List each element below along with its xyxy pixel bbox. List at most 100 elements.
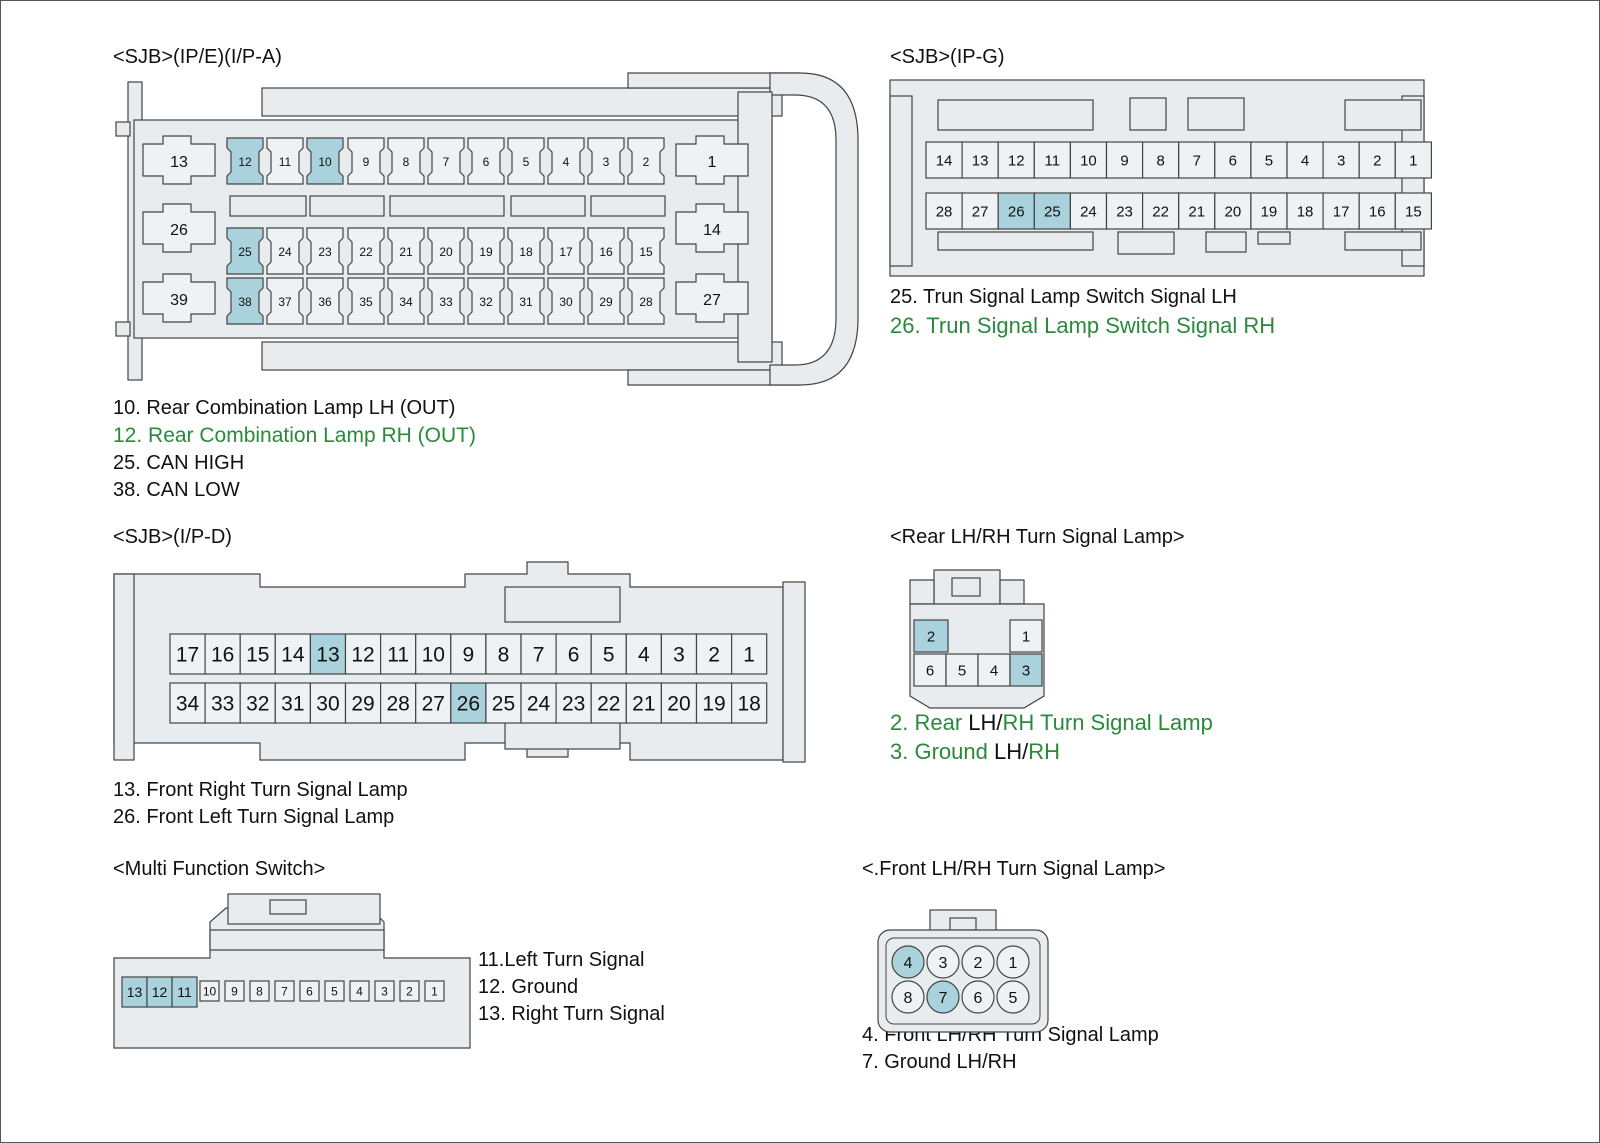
ipg-pin-label-1: 1 xyxy=(1409,152,1417,169)
ipd-pin-label-31: 31 xyxy=(281,693,304,716)
ipd-pin-33 xyxy=(204,682,241,724)
terminal-label-19: 19 xyxy=(479,245,493,259)
ipd-pin-label-13: 13 xyxy=(316,644,339,667)
bottom-tab xyxy=(1257,231,1291,245)
mfs-pin-label-2: 2 xyxy=(406,984,413,998)
ipd-pin-3 xyxy=(660,633,698,675)
terminal-label-16: 16 xyxy=(599,245,613,259)
ipd-pin-label-7: 7 xyxy=(533,644,545,667)
rear-lamp-note-1-word: Rear xyxy=(914,710,969,735)
ipd-pin-label-23: 23 xyxy=(562,693,585,716)
mfs-pin-13 xyxy=(121,976,148,1008)
terminal-22 xyxy=(347,227,385,275)
ipg-pin-label-17: 17 xyxy=(1333,203,1350,220)
terminal-label-12: 12 xyxy=(238,155,252,169)
ipd-pin-4 xyxy=(625,633,662,675)
latch-tab xyxy=(951,577,981,597)
ipg-pin-label-11: 11 xyxy=(1045,152,1061,169)
ipg-pin-12 xyxy=(997,141,1035,179)
connector-handle xyxy=(769,72,859,386)
ipd-pin-label-14: 14 xyxy=(281,644,305,667)
ipd-pin-15 xyxy=(239,633,276,675)
mfs-pin-3 xyxy=(374,980,395,1002)
ipd-pin-30 xyxy=(309,682,347,724)
ipd-pin-label-9: 9 xyxy=(463,644,475,667)
sjb-ipe-connector: 1326391142712253811243710233692235821347… xyxy=(115,72,859,386)
ipg-pin-label-21: 21 xyxy=(1188,203,1205,220)
terminal-6 xyxy=(467,137,505,185)
terminal-17 xyxy=(547,227,585,275)
ipd-pin-11 xyxy=(380,633,417,675)
terminal-label-2: 2 xyxy=(643,155,650,169)
ipd-pin-21 xyxy=(625,682,662,724)
left-tab xyxy=(115,321,131,337)
ipg-pin-label-18: 18 xyxy=(1297,203,1314,220)
rear-pin-label-5: 5 xyxy=(958,662,966,679)
ipg-pin-label-13: 13 xyxy=(972,152,989,169)
ipd-pin-24 xyxy=(520,682,557,724)
ipg-pin-label-10: 10 xyxy=(1080,152,1097,169)
sjb-ipd-note-2: 26. Front Left Turn Signal Lamp xyxy=(113,806,395,828)
terminal-23 xyxy=(306,227,344,275)
ipg-pin-15 xyxy=(1394,192,1433,230)
rear-pin-label-1: 1 xyxy=(1022,628,1030,645)
ipg-pin-17 xyxy=(1322,192,1360,230)
ipd-pin-25 xyxy=(485,682,522,724)
ipg-pin-16 xyxy=(1358,192,1396,230)
ipg-pin-label-5: 5 xyxy=(1265,152,1273,169)
ipg-pin-24 xyxy=(1069,192,1108,230)
bottom-window xyxy=(937,231,1094,251)
front-pin-label-3: 3 xyxy=(939,955,948,972)
rear-pin-label-2: 2 xyxy=(927,628,935,645)
big-terminal-1 xyxy=(675,135,749,185)
mfs-pin-label-10: 10 xyxy=(203,984,217,998)
ipg-pin-label-15: 15 xyxy=(1405,203,1422,220)
sjb-ipd-note-1: 13. Front Right Turn Signal Lamp xyxy=(113,779,408,801)
rear-lamp-note-2: 3. Ground LH/RH xyxy=(890,739,1060,765)
ipd-pin-label-1: 1 xyxy=(743,644,755,667)
bottom-rail xyxy=(261,341,783,371)
sjb-ipe-title: <SJB>(IP/E)(I/P-A) xyxy=(113,46,282,68)
ipd-pin-label-25: 25 xyxy=(492,693,515,716)
ipd-pin-label-3: 3 xyxy=(673,644,685,667)
terminal-label-10: 10 xyxy=(318,155,332,169)
terminal-3 xyxy=(587,137,625,185)
terminal-label-28: 28 xyxy=(639,295,653,309)
terminal-5 xyxy=(507,137,545,185)
ipg-pin-label-26: 26 xyxy=(1008,203,1025,220)
terminal-label-29: 29 xyxy=(599,295,613,309)
ipd-pin-13 xyxy=(309,633,347,675)
bottom-tab xyxy=(1205,231,1247,253)
sjb-ipe-note-4: 38. CAN LOW xyxy=(113,479,240,501)
top-key xyxy=(504,586,621,623)
mfs-pin-label-6: 6 xyxy=(306,984,313,998)
terminal-label-6: 6 xyxy=(483,155,490,169)
mfs-pin-label-12: 12 xyxy=(152,984,168,1000)
terminal-label-24: 24 xyxy=(278,245,292,259)
big-terminal-label-13: 13 xyxy=(170,154,188,171)
big-terminal-label-27: 27 xyxy=(703,292,721,309)
terminal-label-5: 5 xyxy=(523,155,530,169)
ipd-pin-label-24: 24 xyxy=(527,693,551,716)
front-pin-label-4: 4 xyxy=(904,955,913,972)
terminal-7 xyxy=(427,137,465,185)
terminal-label-17: 17 xyxy=(559,245,573,259)
ipd-pin-20 xyxy=(660,682,698,724)
ipg-pin-9 xyxy=(1105,141,1144,179)
ipg-pin-27 xyxy=(961,192,999,230)
ipg-pin-label-19: 19 xyxy=(1261,203,1278,220)
connector-body xyxy=(877,929,1049,1033)
rear-lamp-note-1-side: LH/ xyxy=(968,710,1003,735)
big-terminal-13 xyxy=(142,135,216,185)
rear-pin-1 xyxy=(1009,619,1043,653)
ipd-pin-label-5: 5 xyxy=(603,644,615,667)
ipd-pin-label-15: 15 xyxy=(246,644,269,667)
ipg-pin-26 xyxy=(997,192,1035,230)
mfs-pin-11 xyxy=(171,976,198,1008)
ipg-pin-2 xyxy=(1358,141,1396,179)
mfs-pin-2 xyxy=(399,980,420,1002)
terminal-16 xyxy=(587,227,625,275)
ipd-pin-19 xyxy=(695,682,733,724)
ipd-pin-label-32: 32 xyxy=(246,693,269,716)
ipg-pin-20 xyxy=(1214,192,1252,230)
